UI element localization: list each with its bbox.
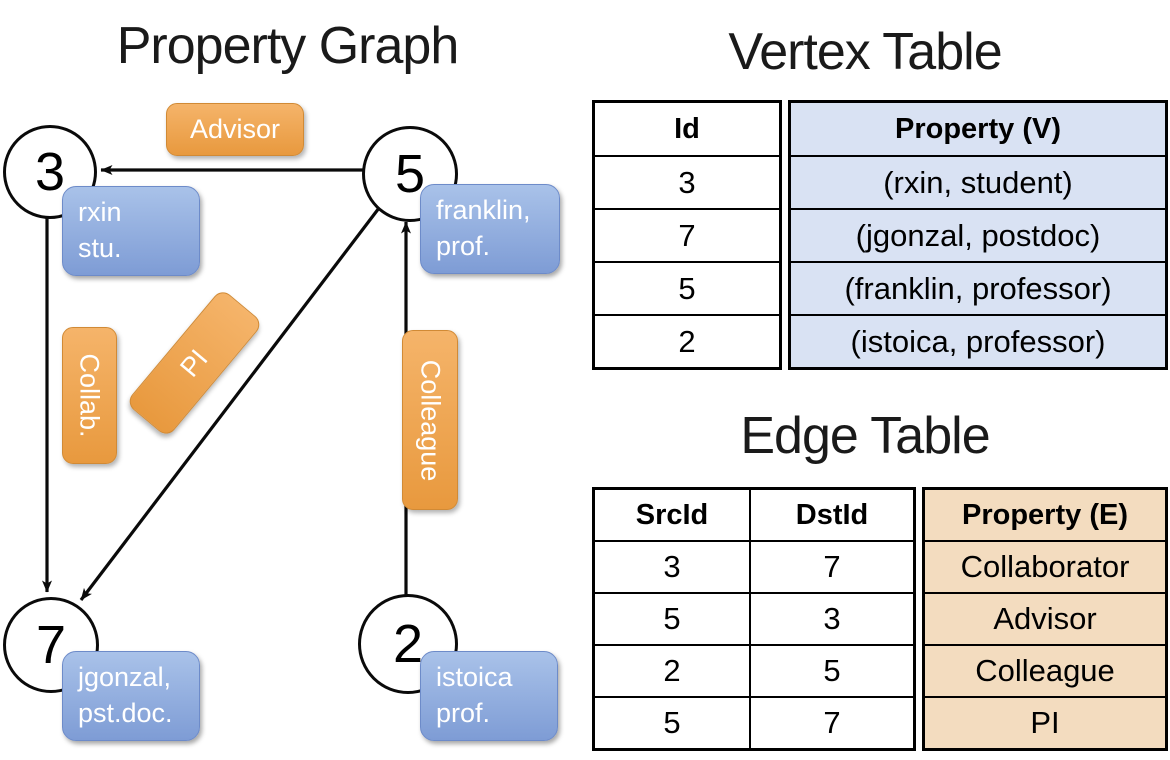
table-row: Colleague [922, 644, 1168, 698]
table-row: 3 7 [592, 540, 916, 594]
column-header: SrcId [592, 487, 751, 542]
table-row: 3 [592, 155, 782, 210]
edge-label-text: Advisor [189, 114, 281, 144]
graph-node-5: 5 [362, 126, 458, 222]
table-row: (rxin, student) [788, 155, 1168, 210]
vertex-table: Id 3 7 5 2 Property (V) (rxin, student) … [592, 100, 1168, 370]
vertex-id-column: Id 3 7 5 2 [592, 100, 782, 370]
edge-label-collab: Collab. [62, 327, 117, 464]
property-line: istoica [436, 662, 513, 692]
edge-label-text: Collab. [75, 353, 106, 438]
node-id-label: 3 [34, 142, 66, 202]
node-id-label: 7 [35, 615, 67, 675]
property-line: franklin, [436, 195, 531, 225]
graph-node-2: 2 [358, 594, 458, 694]
property-line: rxin [78, 197, 122, 227]
table-row: 2 [592, 314, 782, 370]
table-row: 5 7 [592, 696, 916, 751]
table-row: 2 5 [592, 644, 916, 698]
vertex-property-box-5: franklin, prof. [420, 184, 560, 274]
property-line: prof. [436, 231, 491, 262]
table-row: 7 [592, 208, 782, 263]
table-row: (jgonzal, postdoc) [788, 208, 1168, 263]
edge-label-colleague: Colleague [402, 330, 458, 510]
table-row: (istoica, professor) [788, 314, 1168, 370]
table-row: PI [922, 696, 1168, 751]
vertex-property-box-7: jgonzal, pst.doc. [62, 651, 200, 741]
column-header: DstId [749, 487, 916, 542]
edge-5-7 [79, 207, 381, 601]
edge-label-advisor: Advisor [166, 103, 304, 156]
edge-id-columns: SrcId DstId 3 7 5 3 2 5 5 7 [592, 487, 916, 751]
edge-label-text: PI [174, 343, 214, 383]
table-row: Advisor [922, 592, 1168, 646]
table-row: Collaborator [922, 540, 1168, 594]
vertex-table-title: Vertex Table [728, 23, 1002, 81]
property-line: jgonzal, [78, 662, 172, 692]
table-row: 5 [592, 261, 782, 316]
property-graph-title: Property Graph [116, 17, 460, 75]
column-header: Property (E) [922, 487, 1168, 542]
edge-property-column: Property (E) Collaborator Advisor Collea… [922, 487, 1168, 751]
table-row: 5 3 [592, 592, 916, 646]
property-line: pst.doc. [78, 698, 173, 729]
edge-label-text: Colleague [415, 359, 446, 481]
edge-table-title: Edge Table [740, 407, 990, 465]
node-id-label: 2 [392, 614, 424, 674]
vertex-property-box-2: istoica prof. [420, 651, 558, 741]
table-row: (franklin, professor) [788, 261, 1168, 316]
column-header: Property (V) [788, 100, 1168, 157]
property-line: stu. [78, 233, 122, 264]
vertex-property-column: Property (V) (rxin, student) (jgonzal, p… [788, 100, 1168, 370]
column-header: Id [592, 100, 782, 157]
vertex-property-box-3: rxin stu. [62, 186, 200, 276]
property-line: prof. [436, 698, 491, 729]
edge-table: SrcId DstId 3 7 5 3 2 5 5 7 Property (E)… [592, 487, 1168, 751]
